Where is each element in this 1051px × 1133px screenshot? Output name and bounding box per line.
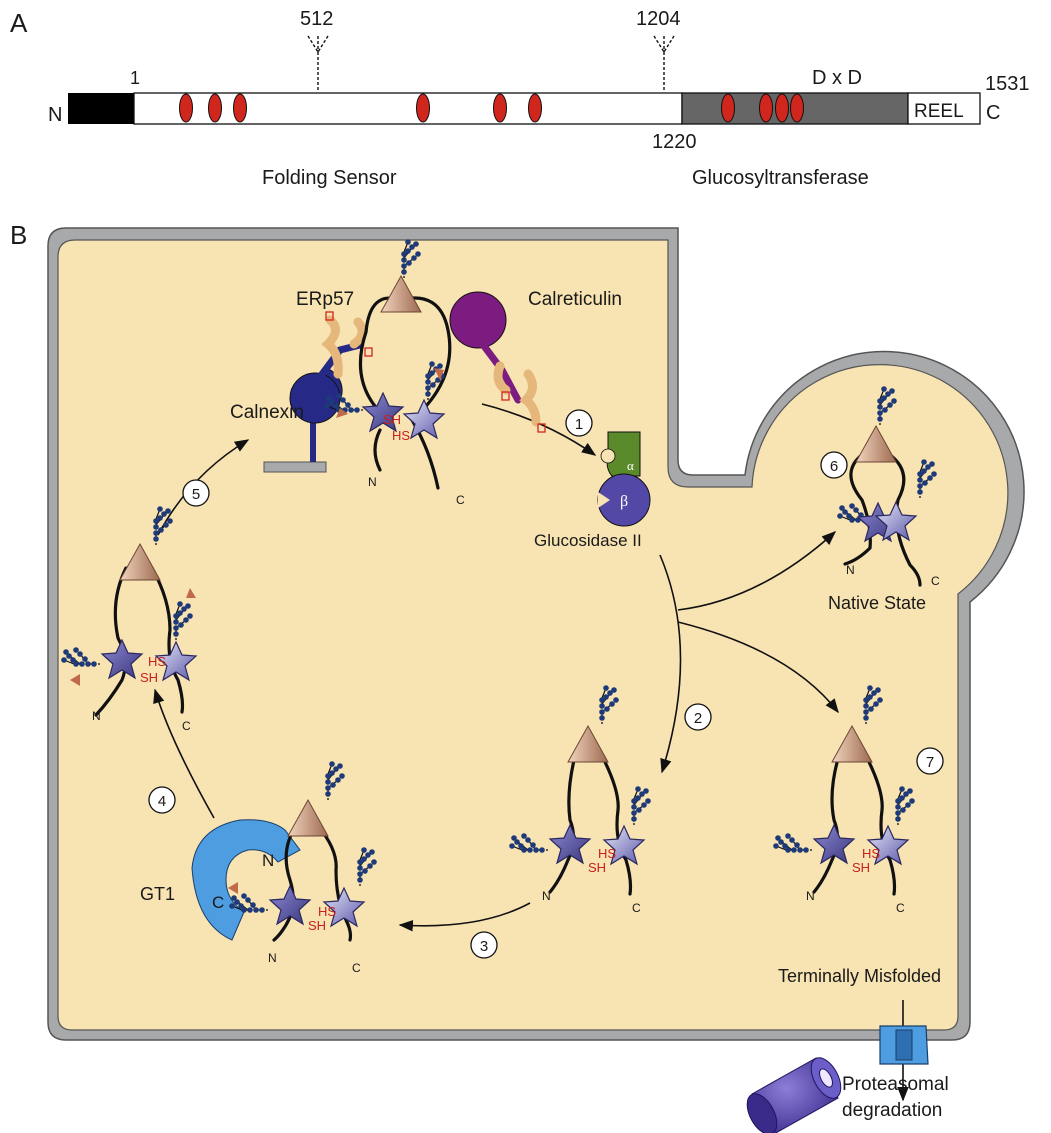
svg-text:1: 1 <box>575 416 583 433</box>
substrate-gt1: N C GT1 HS SH N C <box>140 760 378 975</box>
substrate-misfolded: HS SH N C Terminally Misfolded <box>773 684 941 986</box>
c-label: C <box>182 719 191 733</box>
step-circle-4: 4 <box>148 786 176 814</box>
erp57-label: ERp57 <box>296 289 354 310</box>
reel-label: REEL <box>914 101 964 122</box>
hs-label: HS <box>862 846 880 861</box>
signal-peptide-domain <box>68 93 134 124</box>
folding-sensor-domain <box>133 92 683 125</box>
svg-text:7: 7 <box>926 754 934 771</box>
er-membrane-anchor <box>263 461 327 473</box>
calreticulin: Calreticulin <box>449 289 622 433</box>
arrow-step-7 <box>677 621 839 714</box>
glycosylation-site-512-icon <box>307 35 329 90</box>
n-label: N <box>268 951 277 965</box>
n-label: N <box>92 709 101 723</box>
proteasomal-label: Proteasomal <box>842 1074 949 1095</box>
dxd-motif-label: D x D <box>812 67 862 89</box>
substrate-step2: HS SH N C <box>509 684 652 915</box>
arrow-step-3 <box>398 902 531 932</box>
sh-label: SH <box>588 860 606 875</box>
svg-text:6: 6 <box>830 458 838 475</box>
sh-label: SH <box>308 918 326 933</box>
beta-label: β <box>620 493 628 510</box>
sh-label: SH <box>383 412 401 427</box>
panel-b-letter: B <box>10 220 27 250</box>
hs-label: HS <box>148 654 166 669</box>
alpha-label: α <box>627 458 634 473</box>
position-1-label: 1 <box>130 68 140 88</box>
position-512-label: 512 <box>300 8 333 30</box>
n-label: N <box>542 889 551 903</box>
arrow-step-2 <box>659 554 682 774</box>
c-label: C <box>632 901 641 915</box>
proteasome-icon <box>746 1057 842 1133</box>
step-circle-2: 2 <box>684 703 712 731</box>
glucosyltransferase-label: Glucosyltransferase <box>692 167 869 189</box>
substrate-native: N C Native State <box>828 385 940 613</box>
retrotranslocon-channel <box>879 1025 929 1065</box>
gt1-label: GT1 <box>140 884 175 904</box>
step-circle-3: 3 <box>470 931 498 959</box>
reel-domain <box>907 92 981 125</box>
c-label: C <box>456 493 465 507</box>
position-1204-label: 1204 <box>636 8 681 30</box>
step-circle-6: 6 <box>820 451 848 479</box>
substrate-left: HS SH N C <box>61 505 197 733</box>
position-1531-label: 1531 <box>985 73 1030 95</box>
glycosylation-site-1204-icon <box>653 35 675 90</box>
calreticulin-label: Calreticulin <box>528 289 622 310</box>
step-circle-1: 1 <box>565 409 593 437</box>
glucosidase-label: Glucosidase II <box>534 531 642 550</box>
degradation-label: degradation <box>842 1100 942 1121</box>
arrow-step-1 <box>481 403 597 456</box>
gt1-n-label: N <box>262 851 274 870</box>
step-circle-5: 5 <box>182 479 210 507</box>
n-label: N <box>806 889 815 903</box>
substrate-top: HS SH N C <box>324 238 465 507</box>
svg-text:5: 5 <box>192 486 200 503</box>
c-label: C <box>896 901 905 915</box>
red-motifs <box>179 93 804 123</box>
folding-sensor-label: Folding Sensor <box>262 167 397 189</box>
step-circle-7: 7 <box>916 747 944 775</box>
n-label: N <box>368 475 377 489</box>
svg-text:4: 4 <box>158 793 166 810</box>
svg-text:2: 2 <box>694 710 702 727</box>
position-1220-label: 1220 <box>652 131 697 153</box>
native-state-label: Native State <box>828 593 926 613</box>
glucosidase-ii: α β Glucosidase II <box>534 431 651 550</box>
gt1-c-label: C <box>212 893 224 912</box>
arrow-step-4 <box>153 688 215 819</box>
c-label: C <box>352 961 361 975</box>
sh-label: SH <box>140 670 158 685</box>
arrow-step-6 <box>677 531 837 611</box>
sh-label: SH <box>852 860 870 875</box>
n-terminus-label: N <box>48 104 62 126</box>
hs-label: HS <box>392 428 410 443</box>
calnexin-label: Calnexin <box>230 402 304 423</box>
svg-text:3: 3 <box>480 938 488 955</box>
panel-a-letter: A <box>10 8 28 38</box>
c-label: C <box>931 574 940 588</box>
hs-label: HS <box>318 904 336 919</box>
n-label: N <box>846 563 855 577</box>
c-terminus-label: C <box>986 102 1000 124</box>
hs-label: HS <box>598 846 616 861</box>
terminally-misfolded-label: Terminally Misfolded <box>778 966 941 986</box>
